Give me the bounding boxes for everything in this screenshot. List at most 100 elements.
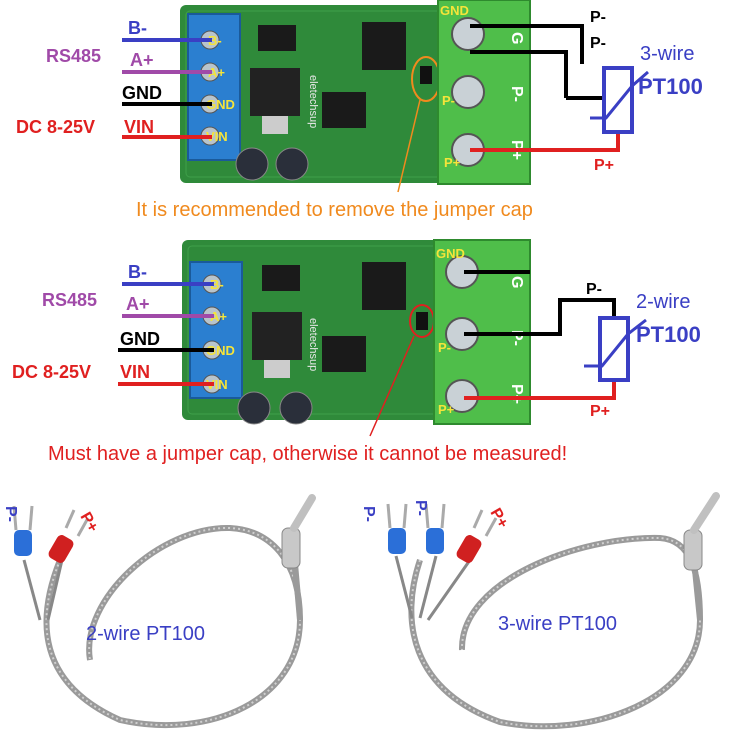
probe-right-lead-minus-1 (394, 555, 414, 619)
mid-label-gnd: GND (120, 329, 160, 349)
probe-right: P- P- P+ 3-wire PT100 (360, 492, 720, 730)
mid-pin-b: B- (210, 277, 224, 292)
probe-right-fork-minus-1 (386, 503, 408, 529)
mid-brand-label: eletechsup (307, 318, 319, 371)
top-chip-3 (362, 22, 406, 70)
probe-left-fork-minus (12, 505, 34, 531)
mid-sensor-name: PT100 (636, 322, 701, 347)
top-capacitor-2 (275, 147, 309, 181)
top-wire-pminus-2 (470, 50, 568, 98)
mid-label-a: A+ (126, 294, 150, 314)
mid-term-pminus-label: P- (438, 340, 451, 355)
top-label-a: A+ (130, 50, 154, 70)
top-sensor-type: 3-wire (640, 43, 694, 65)
top-wire-label-pplus: P+ (594, 157, 614, 174)
top-pin-vin: VIN (206, 129, 228, 144)
top-screw-term-pminus (451, 75, 485, 109)
top-label-vin: VIN (124, 117, 154, 137)
probe-left-tip (290, 494, 316, 532)
top-side-p: P- (508, 86, 525, 102)
top-term-pplus-label: P+ (444, 155, 461, 170)
mid-regulator-tab (264, 360, 290, 378)
mid-term-pplus-label: P+ (438, 402, 455, 417)
mid-pin-gnd: GND (206, 343, 235, 358)
top-pin-b: B- (208, 33, 222, 48)
probe-right-lead-minus-2 (418, 555, 438, 619)
middle-diagram: eletechsup GND P- P+ G P- P+ B- A+ GND V… (12, 239, 701, 465)
top-term-pminus-label: P- (442, 93, 455, 108)
top-label-power: DC 8-25V (16, 117, 95, 137)
mid-chip-2 (322, 336, 366, 372)
top-brand-label: eletechsup (307, 75, 319, 128)
mid-pin-a: A+ (210, 309, 227, 324)
probe-right-label-minus-1: P- (360, 506, 377, 522)
mid-label-power: DC 8-25V (12, 362, 91, 382)
mid-label-b: B- (128, 262, 147, 282)
probe-left-label-minus: P- (2, 506, 19, 522)
probe-right-caption: 3-wire PT100 (498, 613, 617, 635)
top-jumper-cap (420, 66, 432, 84)
probe-right-lead-plus (426, 559, 472, 621)
top-note: It is recommended to remove the jumper c… (136, 199, 533, 221)
probe-right-fork-minus-2 (424, 503, 446, 529)
probe-right-blue-lug-2 (426, 528, 444, 554)
probe-left-blue-lug (14, 530, 32, 556)
probe-left-cable-braid (45, 526, 302, 727)
top-capacitor-1 (235, 147, 269, 181)
probe-left: P- P+ 2-wire PT100 (2, 494, 316, 729)
top-pt100-symbol (602, 66, 634, 134)
probe-left-lead-minus (22, 559, 42, 621)
probe-left-red-lug (48, 535, 74, 563)
mid-jumper-cap (416, 312, 428, 330)
top-pin-a: A+ (208, 65, 225, 80)
top-screw-term-gnd (451, 17, 485, 51)
mid-note-pointer (369, 335, 415, 437)
top-regulator-tab (262, 116, 288, 134)
top-wire-pplus (470, 130, 620, 152)
top-wire-pminus-1 (470, 24, 584, 64)
mid-label-rs485: RS485 (42, 290, 97, 310)
probe-left-lead-plus (46, 559, 64, 621)
mid-pin-vin: VIN (206, 377, 228, 392)
mid-capacitor-1 (237, 391, 271, 425)
probe-right-label-minus-2: P- (412, 500, 429, 516)
top-chip-1 (258, 25, 296, 51)
probe-right-fork-plus (472, 509, 498, 537)
top-pin-gnd: GND (206, 97, 235, 112)
top-wire-label-pminus-1: P- (590, 9, 606, 26)
top-sensor-name: PT100 (638, 74, 703, 99)
top-term-gnd-label: GND (440, 3, 469, 18)
top-label-gnd: GND (122, 83, 162, 103)
top-diagram: eletechsup GND P- P+ G P- P+ B- A+ GND V… (16, 0, 703, 221)
mid-wire-label-pminus: P- (586, 281, 602, 298)
mid-term-gnd-label: GND (436, 246, 465, 261)
top-note-pointer (397, 99, 421, 193)
mid-chip-1 (262, 265, 300, 291)
mid-side-g: G (508, 276, 525, 288)
top-side-g: G (508, 32, 525, 44)
probe-right-sleeve (683, 529, 703, 571)
mid-pt100-slash (584, 318, 647, 368)
top-pt100-slash (590, 70, 649, 120)
mid-chip-3 (362, 262, 406, 310)
top-chip-2 (322, 92, 366, 128)
mid-regulator (252, 312, 302, 360)
mid-capacitor-2 (279, 391, 313, 425)
top-label-rs485: RS485 (46, 46, 101, 66)
probe-left-sleeve (281, 527, 301, 569)
probe-right-cable-braid (410, 536, 702, 728)
top-wire-label-pminus-2: P- (590, 35, 606, 52)
probe-right-tip (690, 492, 720, 534)
probe-left-fork-plus (64, 509, 90, 537)
top-regulator (250, 68, 300, 116)
mid-wire-pminus (464, 298, 616, 336)
mid-note: Must have a jumper cap, otherwise it can… (48, 443, 567, 465)
mid-sensor-type: 2-wire (636, 291, 690, 313)
mid-wire-pplus (464, 378, 616, 400)
probe-right-red-lug (456, 535, 482, 563)
mid-label-vin: VIN (120, 362, 150, 382)
probe-left-caption: 2-wire PT100 (86, 623, 205, 645)
probe-right-blue-lug-1 (388, 528, 406, 554)
mid-side-pp: P+ (508, 384, 525, 404)
